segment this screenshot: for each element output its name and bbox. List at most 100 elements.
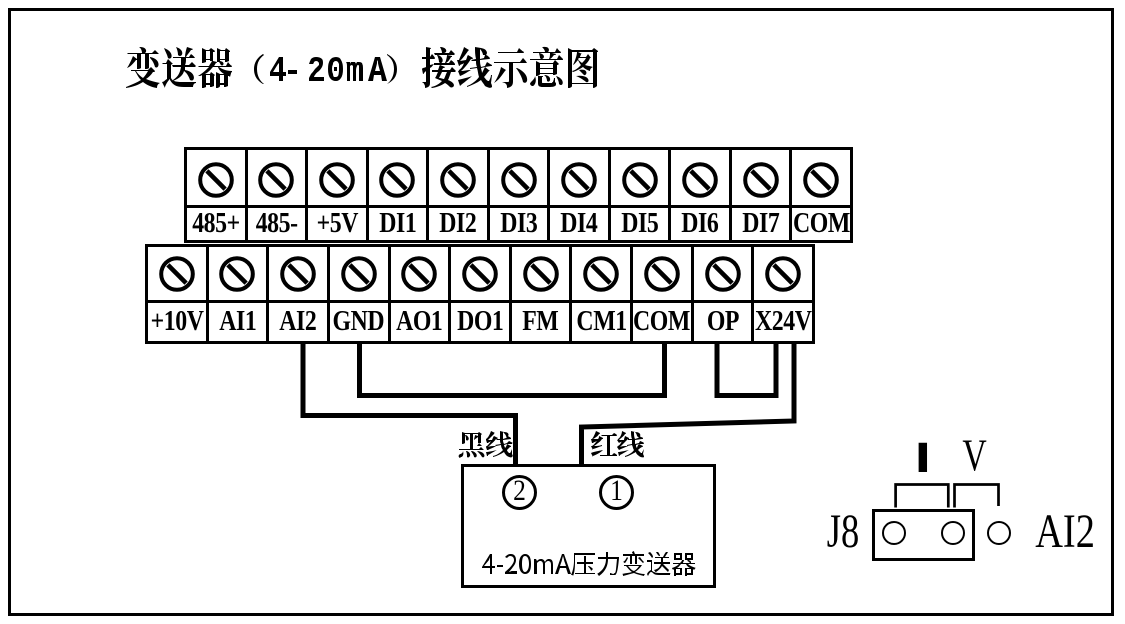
screw-terminal-icon (197, 162, 234, 199)
jumper-pin-1 (881, 520, 906, 545)
terminal-plus5v: +5V (305, 149, 366, 240)
terminal-ao1: AO1 (387, 246, 449, 341)
terminal-di5: DI5 (607, 149, 669, 240)
terminal-label: COM (792, 207, 850, 239)
terminal-label-cell: DI6 (671, 208, 729, 240)
screw-cell (610, 150, 669, 208)
terminal-label-cell: DI3 (490, 208, 548, 240)
terminal-label-cell: FM (512, 303, 570, 341)
screw-cell (792, 150, 851, 208)
terminal-ai2: AI2 (266, 246, 327, 341)
screw-cell (671, 150, 729, 208)
terminal-com: COM (630, 246, 691, 341)
screw-terminal-icon (159, 256, 195, 292)
terminal-ai1: AI1 (205, 246, 267, 341)
terminal-op: OP (690, 246, 752, 341)
screw-terminal-icon (583, 256, 620, 292)
terminal-label-cell: AO1 (391, 303, 449, 341)
transmitter-pin-2: 2 (501, 474, 537, 510)
screw-cell (550, 150, 608, 208)
terminal-cm1: CM1 (569, 246, 631, 341)
terminal-di1: DI1 (365, 149, 427, 240)
screw-terminal-icon (621, 162, 658, 199)
terminal-label-cell: COM (633, 303, 691, 341)
terminal-di2: DI2 (426, 149, 487, 240)
screw-cell (633, 247, 691, 303)
terminal-label-cell: AI1 (209, 303, 267, 341)
terminal-label: AI2 (279, 305, 318, 337)
screw-terminal-icon (401, 256, 438, 292)
terminal-plus10v: +10V (148, 247, 206, 341)
terminal-label-cell: GND (330, 303, 388, 341)
terminal-label-cell: +5V (308, 208, 366, 240)
screw-cell (451, 247, 509, 303)
terminal-label-cell: DI7 (732, 208, 790, 240)
screw-cell (329, 247, 388, 303)
terminal-label-cell: COM (792, 208, 850, 240)
terminal-485-: 485- (244, 149, 306, 240)
screw-cell (731, 150, 790, 208)
screw-terminal-icon (561, 162, 597, 199)
screw-cell (390, 247, 449, 303)
terminal-di3: DI3 (486, 149, 548, 240)
terminal-label: CM1 (576, 305, 627, 337)
screw-cell (511, 247, 570, 303)
terminal-label: AO1 (396, 305, 443, 337)
terminal-label-cell: DI4 (550, 208, 608, 240)
terminal-label-cell: DI5 (611, 208, 669, 240)
diagram-border (8, 7, 1114, 616)
screw-cell (308, 150, 366, 208)
terminal-label: AI1 (218, 305, 257, 337)
terminal-label: COM (633, 305, 691, 337)
screw-cell (572, 247, 631, 303)
screw-terminal-icon (803, 162, 840, 199)
screw-cell (429, 150, 487, 208)
screw-terminal-icon (704, 256, 741, 292)
screw-terminal-icon (219, 256, 256, 292)
screw-terminal-icon (765, 256, 802, 292)
terminal-di7: DI7 (728, 149, 790, 240)
screw-terminal-icon (379, 162, 416, 199)
terminal-label: DI5 (621, 207, 659, 239)
terminal-label: DI1 (378, 207, 417, 239)
terminal-label: +10V (150, 305, 204, 337)
terminal-label: DO1 (456, 305, 504, 337)
jumper-pin-3 (986, 520, 1011, 545)
transmitter-box (460, 463, 716, 588)
terminal-label-cell: 485+ (187, 208, 245, 240)
terminal-label: DI2 (439, 207, 477, 239)
terminal-label-cell: OP (694, 303, 752, 341)
terminal-label-cell: DI2 (429, 208, 487, 240)
terminal-label: 485- (255, 207, 298, 239)
screw-terminal-icon (644, 256, 680, 292)
terminal-label: X24V (754, 305, 812, 337)
screw-cell (368, 150, 427, 208)
jumper-block-j8 (872, 508, 975, 561)
terminal-label-cell: AI2 (269, 303, 327, 341)
transmitter-pin-1: 1 (599, 474, 635, 510)
terminal-x24v: X24V (751, 246, 813, 341)
screw-terminal-icon (319, 162, 355, 199)
terminal-do1: DO1 (448, 246, 509, 341)
screw-cell (269, 247, 327, 303)
screw-terminal-icon (742, 162, 779, 199)
terminal-label: FM (522, 305, 560, 337)
screw-cell (247, 150, 306, 208)
terminal-label-cell: +10V (148, 303, 206, 341)
screw-terminal-icon (682, 162, 718, 199)
terminal-com: COM (789, 149, 851, 240)
screw-cell (148, 247, 206, 303)
terminal-strip-bottom: +10V AI1 AI2 (145, 243, 815, 344)
jumper-pin-2 (940, 520, 965, 545)
screw-cell (187, 150, 245, 208)
terminal-label: 485+ (191, 207, 240, 239)
terminal-di6: DI6 (668, 149, 729, 240)
screw-terminal-icon (440, 162, 476, 199)
terminal-gnd: GND (326, 246, 388, 341)
terminal-485plus: 485+ (187, 150, 245, 240)
terminal-di4: DI4 (547, 149, 608, 240)
screw-cell (693, 247, 752, 303)
terminal-label: +5V (316, 207, 358, 239)
screw-terminal-icon (500, 162, 537, 199)
